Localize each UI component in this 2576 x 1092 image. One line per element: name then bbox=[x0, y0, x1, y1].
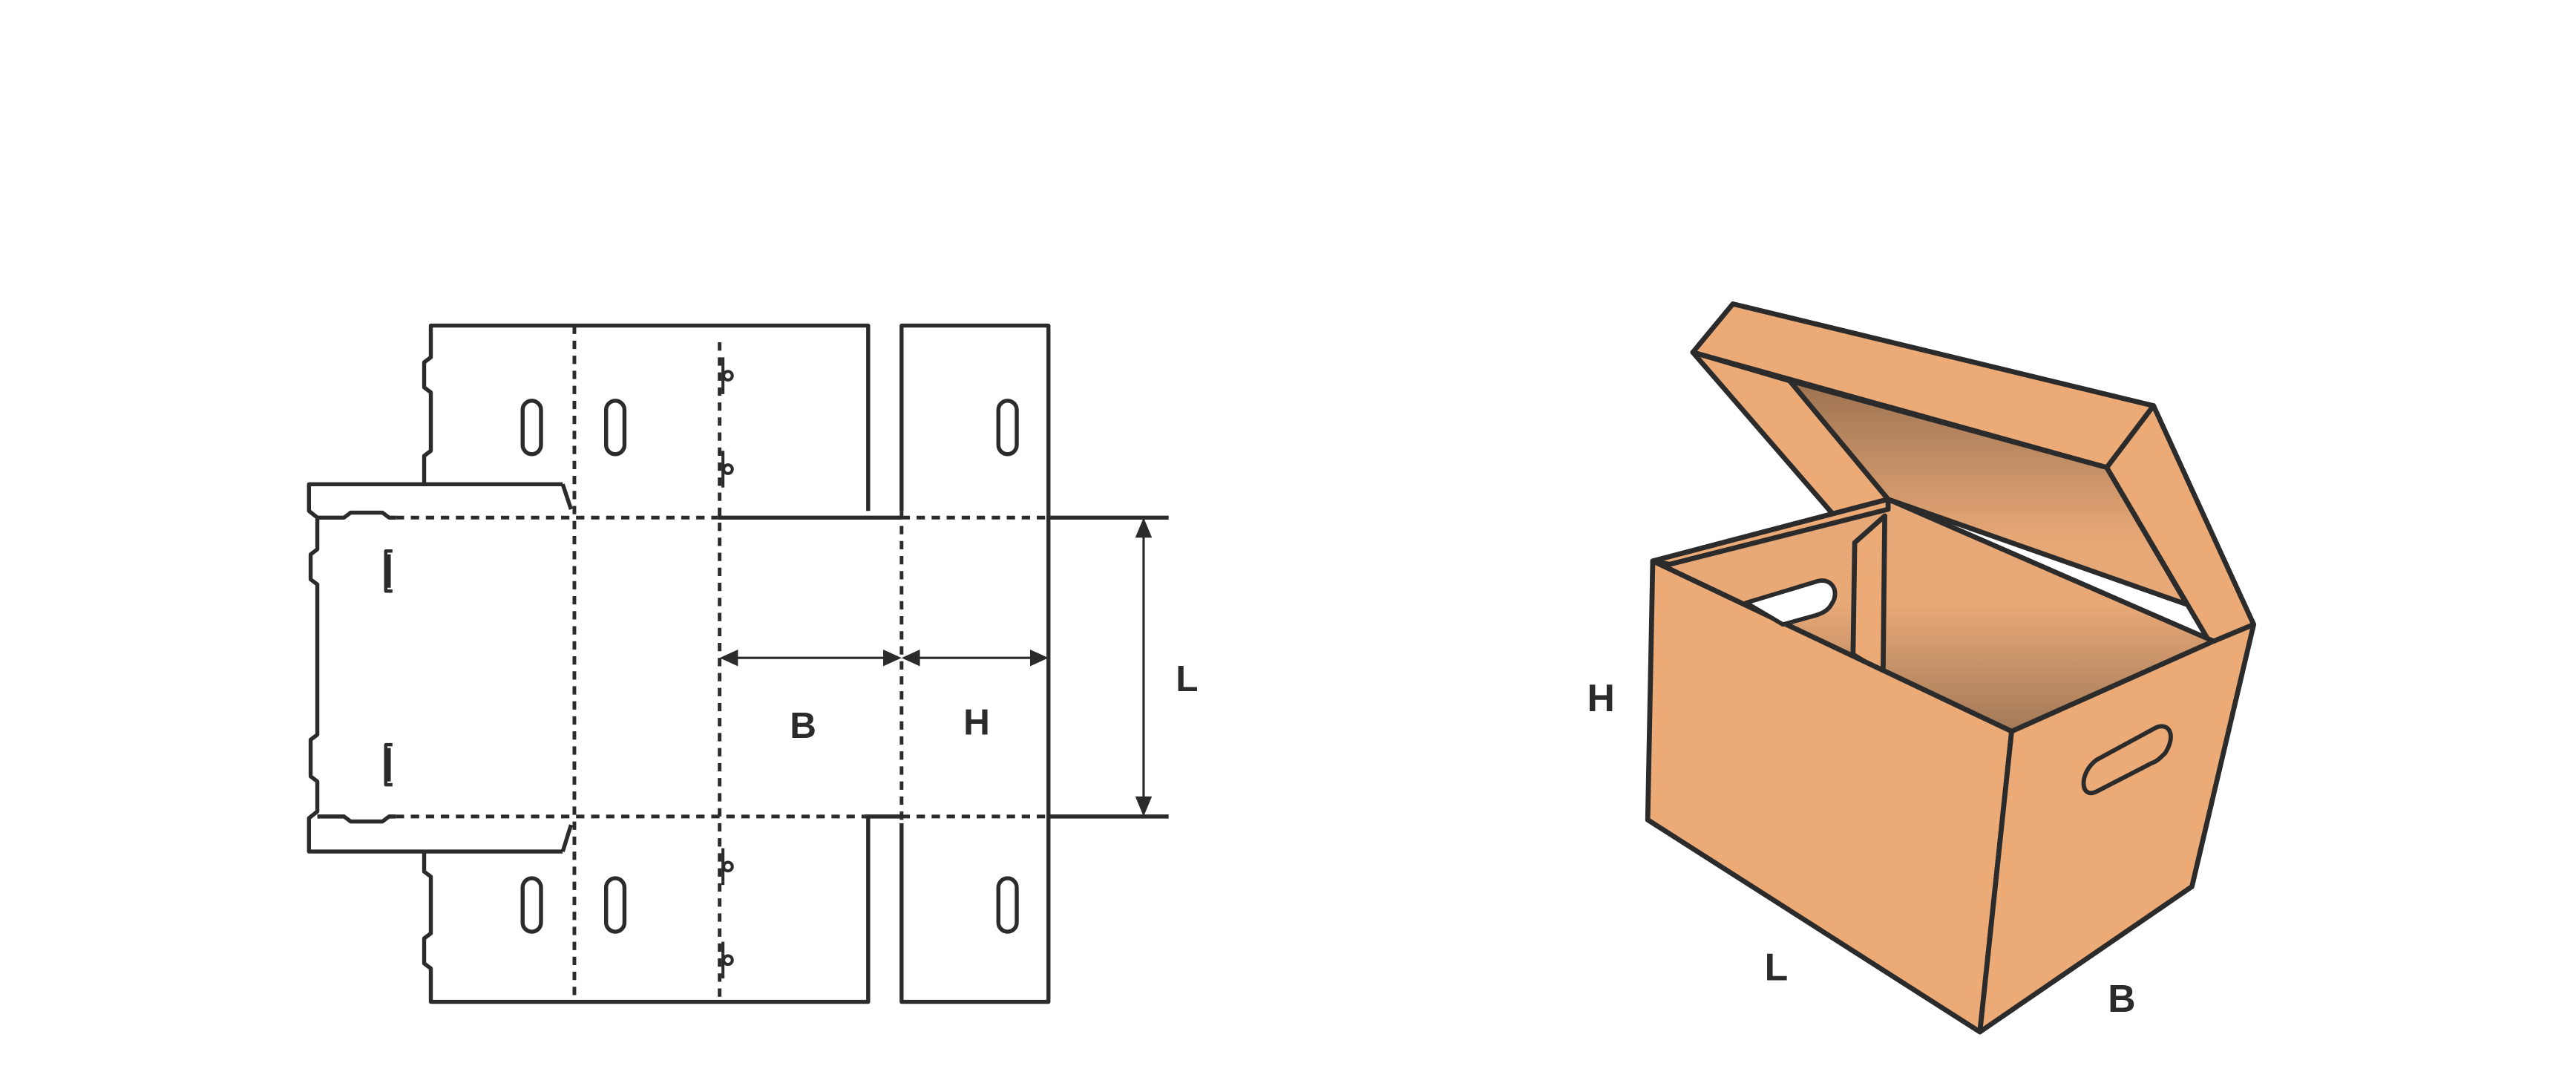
right-side-panel-outline bbox=[899, 323, 1051, 1004]
flat-label-breadth: B bbox=[790, 705, 816, 746]
flat-label-height: H bbox=[963, 702, 990, 743]
flat-label-length: L bbox=[1176, 658, 1198, 699]
flat-die-cut-layout bbox=[307, 323, 1169, 1004]
side-handle-slot bbox=[2081, 724, 2173, 796]
box-label-height: H bbox=[1587, 676, 1615, 719]
key-notches bbox=[721, 357, 734, 979]
handle-slot bbox=[996, 399, 1019, 457]
left-glue-bottom-edge bbox=[317, 814, 574, 852]
handle-slot bbox=[520, 876, 543, 934]
upper-flap-outline bbox=[422, 323, 871, 511]
back-rim bbox=[1650, 497, 1891, 567]
handle-slot bbox=[603, 876, 627, 934]
box-label-length: L bbox=[1765, 945, 1789, 988]
handle-slot bbox=[996, 876, 1019, 934]
assembled-box bbox=[1645, 301, 2257, 1035]
dimension-arrows bbox=[727, 527, 1145, 807]
lock-tab bbox=[384, 549, 393, 593]
handle-slots bbox=[520, 399, 1019, 934]
handle-slot bbox=[603, 399, 627, 457]
front-handle-hole bbox=[1743, 578, 1838, 627]
box-label-breadth: B bbox=[2108, 977, 2135, 1020]
lower-flap-outline bbox=[422, 816, 871, 1004]
lock-tab bbox=[384, 742, 393, 787]
left-glue-panel-outline bbox=[307, 482, 563, 854]
handle-slot bbox=[520, 399, 543, 457]
inner-divider bbox=[1850, 513, 1887, 676]
side-panel bbox=[1977, 621, 2257, 1035]
arrowheads bbox=[719, 517, 1153, 817]
fold-lines bbox=[396, 325, 1049, 1002]
left-glue-top-edge bbox=[317, 483, 574, 520]
